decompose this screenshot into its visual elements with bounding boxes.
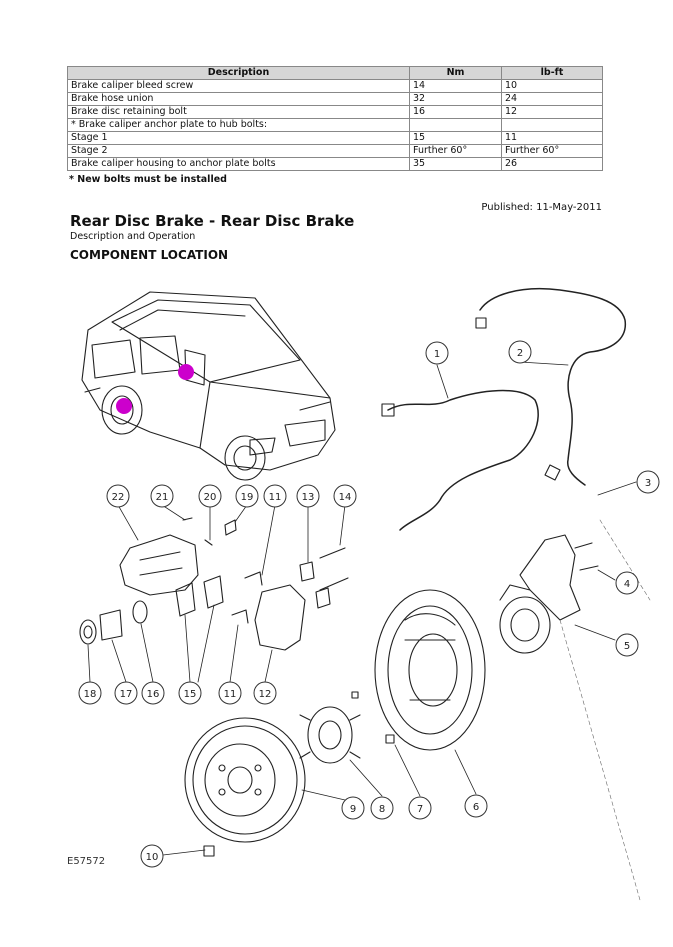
vehicle-illustration — [81, 291, 336, 481]
assembly-guide-lines — [559, 519, 651, 901]
piston-seal — [132, 600, 148, 624]
table-cell: 32 — [409, 92, 502, 106]
page-title: Rear Disc Brake - Rear Disc Brake — [70, 212, 355, 230]
section-title: COMPONENT LOCATION — [70, 248, 229, 262]
callout-13: 13 — [302, 492, 315, 503]
callout-22: 22 — [112, 492, 125, 503]
callout-5: 5 — [624, 641, 630, 652]
hub-nut — [385, 734, 395, 744]
table-row: Brake disc retaining bolt 16 12 — [67, 105, 603, 119]
callout-12: 12 — [259, 689, 272, 700]
wheel-speed-sensor-harness — [387, 389, 539, 531]
guide-pin-bushing — [315, 587, 331, 609]
callout-4: 4 — [624, 579, 630, 590]
disc-retaining-bolt — [203, 845, 215, 857]
brake-pad — [175, 582, 196, 617]
hub-flange — [299, 706, 361, 764]
pad-retaining-clip — [231, 609, 249, 624]
brake-disc — [184, 717, 306, 843]
wheel-speed-sensor — [381, 403, 395, 417]
callout-leaders — [87, 361, 637, 856]
table-cell: 14 — [409, 79, 502, 93]
sensor-connector — [544, 464, 561, 481]
callout-16: 16 — [147, 689, 160, 700]
table-row: Stage 1 15 11 — [67, 131, 603, 145]
table-cell: 35 — [409, 157, 502, 171]
table-cell: 15 — [409, 131, 502, 145]
callout-2: 2 — [517, 348, 523, 359]
table-cell: * Brake caliper anchor plate to hub bolt… — [67, 118, 410, 132]
callout-8: 8 — [379, 804, 385, 815]
table-cell: Stage 1 — [67, 131, 410, 145]
guide-pin-bushing — [299, 561, 315, 582]
rear-brake-highlight — [178, 364, 194, 380]
callout-6: 6 — [473, 802, 479, 813]
table-row: Brake caliper housing to anchor plate bo… — [67, 157, 603, 171]
brake-pad — [203, 575, 224, 609]
table-cell: 10 — [501, 79, 603, 93]
column-header-description: Description — [67, 66, 410, 80]
callout-11: 11 — [269, 492, 282, 503]
pad-retaining-clip — [244, 571, 263, 586]
sensor-connector — [475, 317, 487, 329]
callout-3: 3 — [645, 478, 651, 489]
table-row: Stage 2 Further 60° Further 60° — [67, 144, 603, 158]
callout-10: 10 — [146, 852, 159, 863]
table-cell: 12 — [501, 105, 603, 119]
bolt-icon — [574, 542, 599, 571]
piston-dust-boot — [79, 619, 97, 645]
table-footnote: * New bolts must be installed — [69, 174, 227, 185]
callout-circles — [78, 340, 660, 868]
brake-backing-plate — [374, 589, 486, 751]
table-cell: 26 — [501, 157, 603, 171]
table-cell: Brake disc retaining bolt — [67, 105, 410, 119]
table-cell — [409, 118, 502, 132]
brake-caliper-housing — [119, 534, 199, 596]
table-cell: Brake caliper bleed screw — [67, 79, 410, 93]
callout-1: 1 — [434, 349, 440, 360]
callout-19: 19 — [241, 492, 254, 503]
bleed-screw — [224, 519, 237, 536]
figure-id: E57572 — [67, 856, 106, 867]
caliper-anchor-plate — [254, 584, 306, 651]
callout-numbers: 1 2 3 4 5 6 7 8 9 10 11 11 12 13 14 15 1… — [84, 348, 652, 863]
hub-knuckle — [499, 534, 581, 654]
table-cell: 24 — [501, 92, 603, 106]
callout-14: 14 — [339, 492, 352, 503]
table-cell: 11 — [501, 131, 603, 145]
brake-wear-sensor-harness — [479, 287, 626, 486]
hub-nut — [351, 691, 359, 699]
torque-spec-table: Description Nm lb-ft Brake caliper bleed… — [67, 66, 603, 171]
table-row: * Brake caliper anchor plate to hub bolt… — [67, 118, 603, 132]
callout-11: 11 — [224, 689, 237, 700]
table-cell: 16 — [409, 105, 502, 119]
column-header-nm: Nm — [409, 66, 502, 80]
callout-15: 15 — [184, 689, 197, 700]
callout-18: 18 — [84, 689, 97, 700]
exploded-component-diagram: 1 2 3 4 5 6 7 8 9 10 11 11 12 13 14 15 1… — [78, 287, 660, 901]
callout-20: 20 — [204, 492, 217, 503]
table-header-row: Description Nm lb-ft — [67, 66, 603, 80]
table-cell: Further 60° — [409, 144, 502, 158]
rear-brake-highlight — [116, 398, 132, 414]
table-cell: Brake caliper housing to anchor plate bo… — [67, 157, 410, 171]
table-cell: Brake hose union — [67, 92, 410, 106]
callout-17: 17 — [120, 689, 133, 700]
callout-9: 9 — [350, 804, 356, 815]
page-subtitle: Description and Operation — [70, 231, 196, 242]
column-header-lbft: lb-ft — [501, 66, 603, 80]
callout-7: 7 — [417, 804, 423, 815]
caliper-piston — [99, 609, 123, 641]
caliper-guide-bolt — [319, 547, 349, 591]
bleed-screw-cap — [204, 539, 213, 546]
table-row: Brake caliper bleed screw 14 10 — [67, 79, 603, 93]
table-cell — [501, 118, 603, 132]
published-date: Published: 11-May-2011 — [481, 202, 602, 213]
callout-21: 21 — [156, 492, 169, 503]
table-cell: Stage 2 — [67, 144, 410, 158]
table-cell: Further 60° — [501, 144, 603, 158]
table-row: Brake hose union 32 24 — [67, 92, 603, 106]
